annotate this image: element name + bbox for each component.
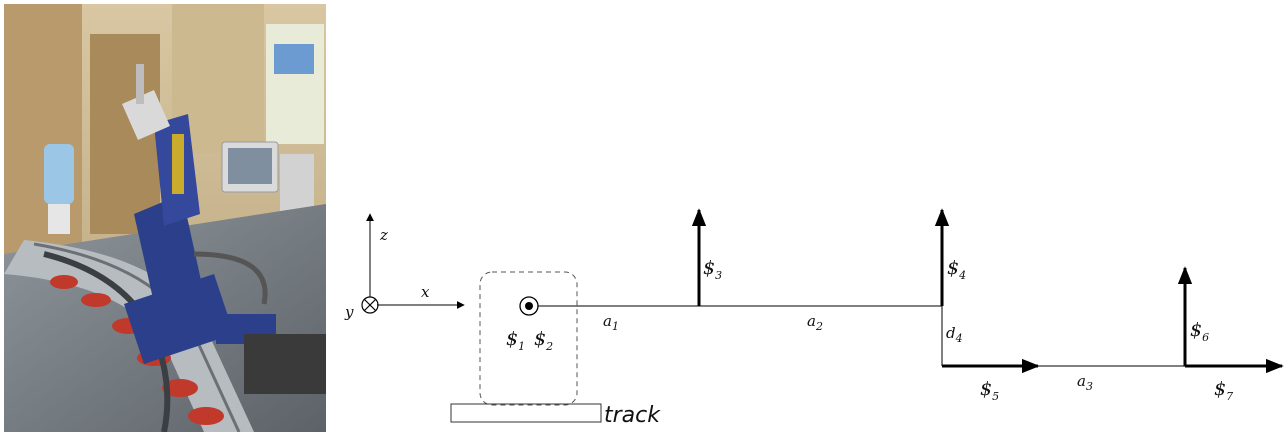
track-rail (450, 403, 602, 423)
z-axis-label: z (379, 226, 388, 244)
y-axis-cross-b (364, 299, 376, 311)
screw-label-3: $3 (703, 257, 722, 282)
robot-photo (4, 4, 326, 432)
y-axis-into-page-icon (361, 296, 379, 314)
link-label-a1: a1 (603, 312, 619, 333)
carriage-outline (479, 271, 578, 406)
poster (266, 24, 324, 144)
kinematic-diagram: z x y track $1 $2 $3 $4 $5 $6 $7 a1 a2 a… (344, 208, 1284, 428)
x-axis-label: x (421, 283, 430, 301)
cabinet (4, 4, 82, 264)
track-label: track (604, 403, 661, 428)
screw-label-1: $1 (506, 328, 525, 353)
link-label-a2: a2 (807, 312, 823, 333)
y-axis-label: y (344, 303, 354, 321)
computer-tower (280, 154, 314, 214)
screw-label-4: $4 (947, 257, 966, 282)
link-label-d4: d4 (946, 324, 963, 345)
coordinate-frame: z x y (344, 213, 465, 321)
screw-label-7: $7 (1214, 378, 1233, 403)
monitor-screen (228, 148, 272, 184)
water-bottle (44, 144, 74, 204)
screw-label-5: $5 (980, 378, 999, 403)
link-label-a3: a3 (1077, 372, 1093, 393)
screw-label-2: $2 (534, 328, 553, 353)
screw-label-6: $6 (1190, 319, 1209, 344)
robot-arm (122, 64, 326, 394)
screw-dot (525, 302, 533, 310)
poster-graphic (274, 44, 314, 74)
water-stand (48, 204, 70, 234)
